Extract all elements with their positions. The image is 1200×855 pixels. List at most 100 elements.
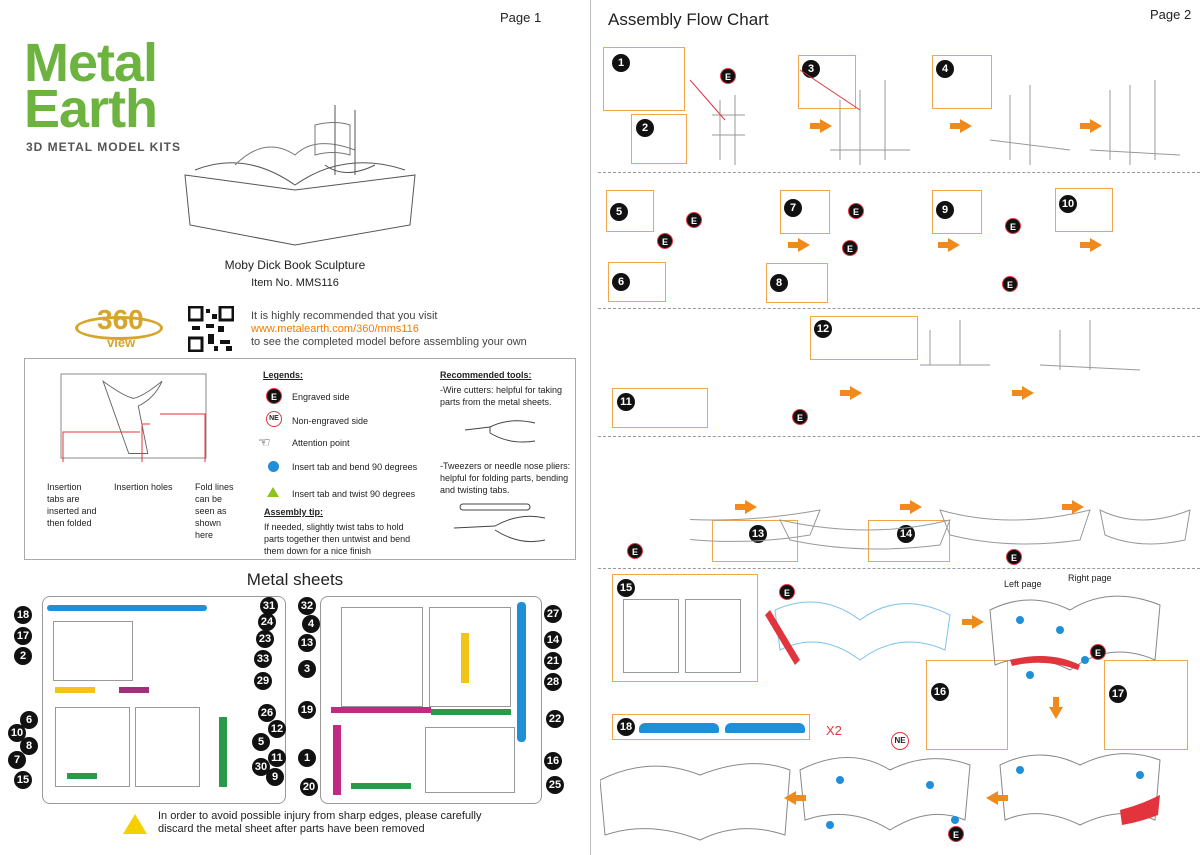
instructions-panel [24, 358, 576, 560]
engraved-badge: E [627, 543, 643, 559]
engraved-badge: E [720, 68, 736, 84]
visit-text: It is highly recommended that you visit … [251, 310, 527, 349]
part-badge: 19 [298, 701, 316, 719]
part-badge: 32 [298, 597, 316, 615]
step-box-15: 15 [612, 574, 758, 682]
fold-diagram [60, 373, 207, 462]
part-badge: 14 [544, 631, 562, 649]
part-badge: 21 [544, 652, 562, 670]
wire-cutter-icon [464, 420, 536, 443]
part-badge: 2 [14, 647, 32, 665]
part-badge: 8 [20, 737, 38, 755]
step-badge: 9 [936, 201, 954, 219]
step-badge: 5 [610, 203, 628, 221]
visit-url-link[interactable]: www.metalearth.com/360/mms116 [251, 323, 419, 335]
part-badge: 7 [8, 751, 26, 769]
part-badge: 26 [258, 704, 276, 722]
step-box-6: 6 [608, 262, 666, 302]
brand-logo: Metal Earth [24, 33, 158, 139]
step-badge: 1 [612, 54, 630, 72]
step-badge: 7 [784, 199, 802, 217]
engraved-badge: E [842, 240, 858, 256]
part-badge: 16 [544, 752, 562, 770]
part-badge: 18 [14, 606, 32, 624]
product-illustration [184, 105, 416, 246]
engraved-badge: E [792, 409, 808, 425]
logo-line1: Metal [24, 33, 158, 93]
label-insertion-tabs: Insertion tabs are inserted and then fol… [47, 482, 97, 528]
part-badge: 27 [544, 605, 562, 623]
step-badge: 17 [1109, 685, 1127, 703]
tools-title: Recommended tools: [440, 370, 532, 380]
legend-attention: Attention point [292, 438, 350, 448]
step-box-8: 8 [766, 263, 828, 303]
step-box-3: 3 [798, 55, 856, 109]
tool-tweezers: -Tweezers or needle nose pliers: helpful… [440, 461, 571, 495]
label-insertion-holes: Insertion holes [114, 482, 173, 492]
part-badge: 9 [266, 768, 284, 786]
row-divider [598, 436, 1200, 437]
engraved-badge: E [848, 203, 864, 219]
flow-arrow-icon [900, 500, 922, 514]
engraved-icon: E [266, 388, 282, 404]
step-badge: 2 [636, 119, 654, 137]
part-badge: 28 [544, 673, 562, 691]
flow-arrow-icon [1049, 707, 1063, 719]
label-fold-lines: Fold lines can be seen as shown here [195, 482, 234, 540]
engraved-badge: E [1006, 549, 1022, 565]
engraved-badge: E [686, 212, 702, 228]
step-badge: 12 [814, 320, 832, 338]
flow-arrow-icon [735, 500, 757, 514]
part-badge: 10 [8, 724, 26, 742]
step-badge: 11 [617, 393, 635, 411]
part-badge: 22 [546, 710, 564, 728]
assembly-sketches [690, 69, 1191, 550]
tweezers-pliers-icon [453, 503, 546, 543]
flow-arrow-icon [784, 791, 796, 805]
flow-arrow-icon [840, 386, 862, 400]
visit-line1: It is highly recommended that you visit [251, 310, 438, 322]
step-badge: 3 [802, 60, 820, 78]
brand-tagline: 3D METAL MODEL KITS [26, 140, 182, 154]
logo-line2: Earth [24, 79, 158, 139]
hand-point-icon: ☜ [258, 434, 271, 450]
blue-dot-icon [268, 461, 279, 472]
step-box-18: 18 [612, 714, 810, 740]
engraved-badge: E [948, 826, 964, 842]
part-badge: 4 [302, 615, 320, 633]
metal-sheet-1 [42, 596, 286, 804]
step-badge: 16 [931, 683, 949, 701]
engraved-badge: E [1005, 218, 1021, 234]
non-engraved-icon: NE [266, 411, 282, 427]
step-box-1: 1 [603, 47, 685, 111]
part-badge: 15 [14, 771, 32, 789]
part-badge: 33 [254, 650, 272, 668]
legend-engraved: Engraved side [292, 392, 350, 402]
view-360-number: 360 [97, 304, 144, 335]
flow-arrow-icon [1062, 500, 1084, 514]
visit-line2: to see the completed model before assemb… [251, 336, 527, 348]
step-box-9: 9 [932, 190, 982, 234]
part-badge: 6 [20, 711, 38, 729]
step-box-7: 7 [780, 190, 830, 234]
warning-icon [123, 814, 147, 834]
non-engraved-badge: NE [891, 732, 909, 750]
qr-code[interactable] [188, 306, 234, 352]
page-number: Page 2 [1150, 7, 1192, 22]
legend-non-engraved: Non-engraved side [292, 416, 369, 426]
step-box-4: 4 [932, 55, 992, 109]
step-box-11: 11 [612, 388, 708, 428]
step-badge: 6 [612, 273, 630, 291]
part-badge: 25 [546, 776, 564, 794]
view-360-badge[interactable]: 360 view [75, 302, 165, 352]
part-badge: 12 [268, 720, 286, 738]
engraved-badge: E [657, 233, 673, 249]
part-badge: 30 [252, 758, 270, 776]
step-badge: 13 [749, 525, 767, 543]
step-badge: 14 [897, 525, 915, 543]
row-divider [598, 308, 1200, 309]
step-badge: 10 [1059, 195, 1077, 213]
engraved-badge: E [1090, 644, 1106, 660]
legend-bend: Insert tab and bend 90 degrees [292, 462, 418, 472]
flow-arrow-icon [986, 791, 998, 805]
